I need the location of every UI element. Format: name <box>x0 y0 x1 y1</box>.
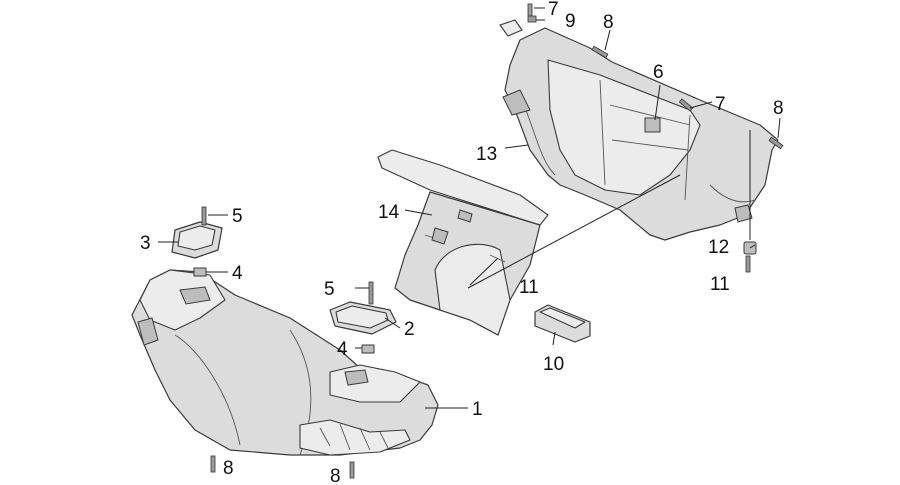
callout-6: 6 <box>653 62 664 83</box>
callout-4-left: 4 <box>232 263 243 284</box>
callout-labels: 1 2 3 4 4 5 5 6 7 7 8 8 8 8 9 10 11 11 1… <box>140 0 784 485</box>
callout-13: 13 <box>476 144 497 165</box>
left-cap <box>171 221 223 259</box>
callout-8-bottom-left: 8 <box>223 458 234 479</box>
inner-panel <box>377 149 549 336</box>
callout-8-bottom-center: 8 <box>330 466 341 485</box>
callout-5-left: 5 <box>232 206 243 227</box>
callout-2: 2 <box>404 319 415 340</box>
callout-5-center: 5 <box>324 279 335 300</box>
rubber-block <box>534 304 591 343</box>
callout-7-top: 7 <box>548 0 559 20</box>
front-handlebar-cover <box>131 269 439 456</box>
callout-11-center: 11 <box>519 277 539 298</box>
callout-3: 3 <box>140 233 151 254</box>
callout-4-center: 4 <box>337 339 348 360</box>
callout-7-right: 7 <box>715 94 726 115</box>
leader-lines <box>158 7 781 409</box>
rear-handlebar-cover <box>499 19 779 241</box>
callout-11-right: 11 <box>710 274 730 295</box>
callout-12: 12 <box>708 237 729 258</box>
callout-1: 1 <box>472 399 483 420</box>
screws <box>201 3 784 479</box>
callout-10: 10 <box>543 354 564 375</box>
center-cap <box>329 301 397 335</box>
callout-8-right: 8 <box>773 98 784 119</box>
callout-8-top: 8 <box>603 12 614 33</box>
callout-9: 9 <box>565 11 576 32</box>
callout-14: 14 <box>378 202 400 223</box>
